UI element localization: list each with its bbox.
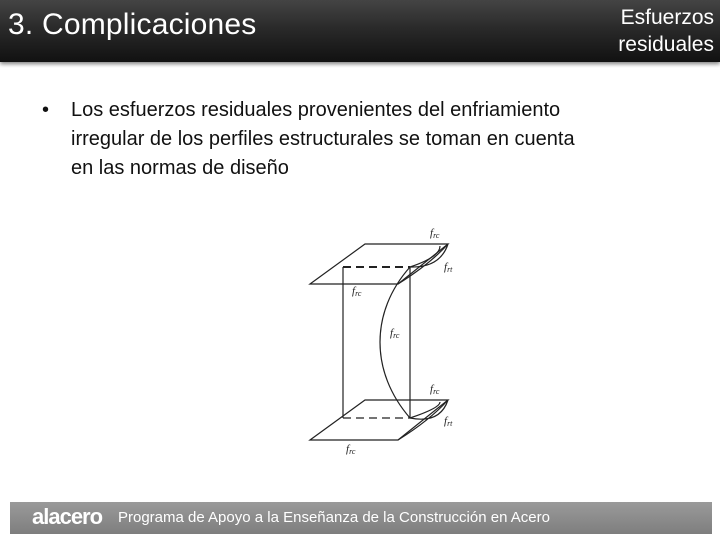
alacero-logo: alacero xyxy=(32,504,103,529)
label-frt-top: frt xyxy=(444,261,453,274)
footer-bar: alacero Programa de Apoyo a la Enseñanza… xyxy=(10,502,712,534)
bullet-line-1: Los esfuerzos residuales provenientes de… xyxy=(71,99,561,121)
flange-tip-curve-bottom xyxy=(409,401,441,419)
flange-tip-curve-top xyxy=(409,245,441,268)
section-tag-line-2: residuales xyxy=(618,33,714,56)
top-flange-stress-curve xyxy=(397,243,449,285)
bullet-marker: • xyxy=(42,99,50,121)
bullet-item: • Los esfuerzos residuales provenientes … xyxy=(38,96,698,183)
bullet-line-2: irregular de los perfiles estructurales … xyxy=(71,128,575,150)
section-tag-line-1: Esfuerzos xyxy=(620,6,714,29)
footer-program-text: Programa de Apoyo a la Enseñanza de la C… xyxy=(118,509,550,526)
label-frt-bottom: frt xyxy=(444,415,453,428)
web-stress-curve xyxy=(379,266,411,419)
label-frc-left: frc xyxy=(352,285,362,298)
bullet-list: • Los esfuerzos residuales provenientes … xyxy=(38,96,698,183)
residual-stress-figure: frc frt frc frc frc frt frc xyxy=(290,222,480,460)
bullet-line-3: en las normas de diseño xyxy=(71,157,289,179)
label-frc-top: frc xyxy=(430,227,440,240)
i-beam-diagram: frc frt frc frc frc frt frc xyxy=(308,227,453,456)
label-frc-bottom-right: frc xyxy=(430,383,440,396)
bottom-flange-stress-curve xyxy=(397,399,449,441)
slide-title: 3. Complicaciones xyxy=(8,8,257,41)
header-bar: 3. Complicaciones Esfuerzos residuales xyxy=(0,0,720,62)
label-frc-web: frc xyxy=(390,327,400,340)
section-tag: Esfuerzos residuales xyxy=(584,4,714,58)
label-frc-bottom-left: frc xyxy=(346,443,356,456)
